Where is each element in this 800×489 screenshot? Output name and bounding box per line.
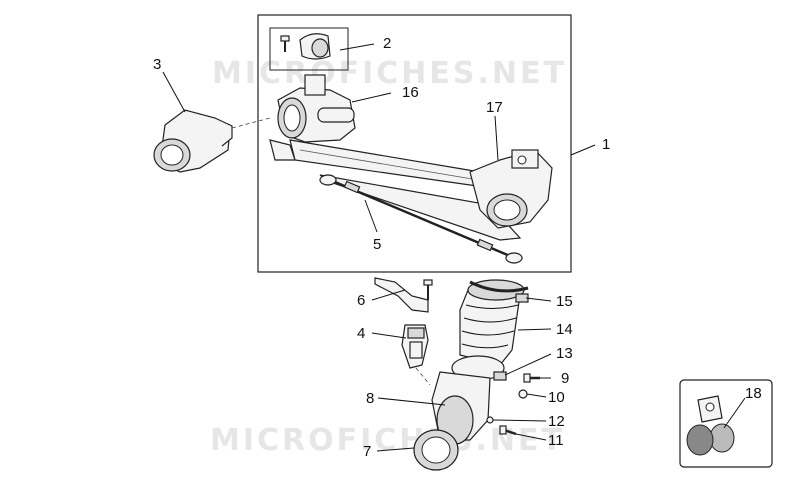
part-18-drawing xyxy=(686,395,735,456)
callout-8: 8 xyxy=(366,390,374,407)
callout-1: 1 xyxy=(602,136,610,153)
callout-17: 17 xyxy=(486,99,503,116)
part-3-drawing xyxy=(153,109,271,173)
part-6-drawing xyxy=(374,277,433,313)
assembly-frame xyxy=(257,14,572,273)
part-14-drawing xyxy=(459,279,525,366)
part-7-drawing xyxy=(413,429,459,471)
part-18-inset-frame xyxy=(679,379,773,468)
callout-10: 10 xyxy=(548,389,565,406)
part-10-drawing xyxy=(518,389,528,399)
callout-6: 6 xyxy=(357,292,365,309)
callout-2: 2 xyxy=(383,35,391,52)
part-11-drawing xyxy=(499,425,517,436)
callout-12: 12 xyxy=(548,413,565,430)
part-4-drawing xyxy=(401,324,431,386)
callout-3: 3 xyxy=(153,56,161,73)
part-9-drawing xyxy=(523,373,540,383)
callout-15: 15 xyxy=(556,293,573,310)
callout-14: 14 xyxy=(556,321,573,338)
callout-9: 9 xyxy=(561,370,569,387)
callout-7: 7 xyxy=(363,443,371,460)
callout-5: 5 xyxy=(373,236,381,253)
part-2-drawing xyxy=(280,33,331,60)
callout-4: 4 xyxy=(357,325,365,342)
callout-13: 13 xyxy=(556,345,573,362)
callout-11: 11 xyxy=(548,432,564,449)
part-5-drawing xyxy=(319,174,523,264)
part-13-drawing xyxy=(451,355,507,381)
watermark-bottom: MICROFICHES.NET xyxy=(210,423,565,458)
part-12-drawing xyxy=(486,416,494,424)
callout-16: 16 xyxy=(402,84,419,101)
part-17-drawing xyxy=(469,149,553,229)
part-16-drawing xyxy=(269,74,356,161)
watermark-top: MICROFICHES.NET xyxy=(212,56,567,91)
callout-18: 18 xyxy=(745,385,762,402)
leader-lines xyxy=(162,43,746,452)
